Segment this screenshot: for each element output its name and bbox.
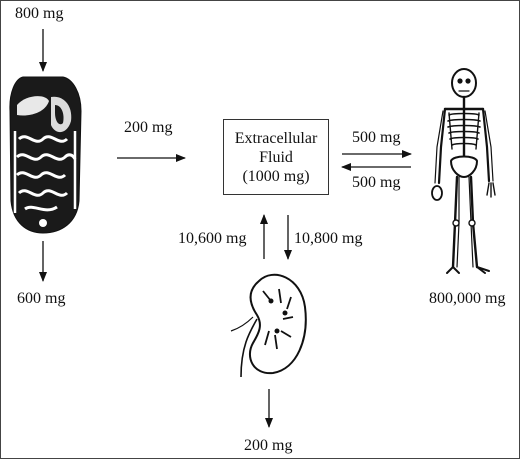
renal-reabsorption-label: 10,600 mg bbox=[178, 230, 247, 247]
kidney-icon bbox=[230, 273, 307, 378]
ecf-amount: (1000 mg) bbox=[242, 167, 310, 185]
fecal-excretion-label: 600 mg bbox=[17, 290, 66, 307]
skeleton-icon bbox=[431, 68, 496, 274]
gut-absorption-label: 200 mg bbox=[124, 119, 173, 136]
intake-label: 800 mg bbox=[15, 5, 64, 22]
digestive-tract-icon bbox=[9, 76, 82, 234]
extracellular-fluid-box: Extracellular Fluid (1000 mg) bbox=[223, 119, 329, 195]
bone-resorption-label: 500 mg bbox=[352, 174, 401, 191]
ecf-title-line1: Extracellular bbox=[234, 129, 318, 147]
renal-filtration-label: 10,800 mg bbox=[294, 230, 363, 247]
bone-deposit-label: 500 mg bbox=[352, 129, 401, 146]
bone-store-label: 800,000 mg bbox=[429, 290, 506, 307]
urinary-excretion-label: 200 mg bbox=[244, 437, 293, 454]
ecf-title-line2: Fluid bbox=[259, 148, 293, 166]
